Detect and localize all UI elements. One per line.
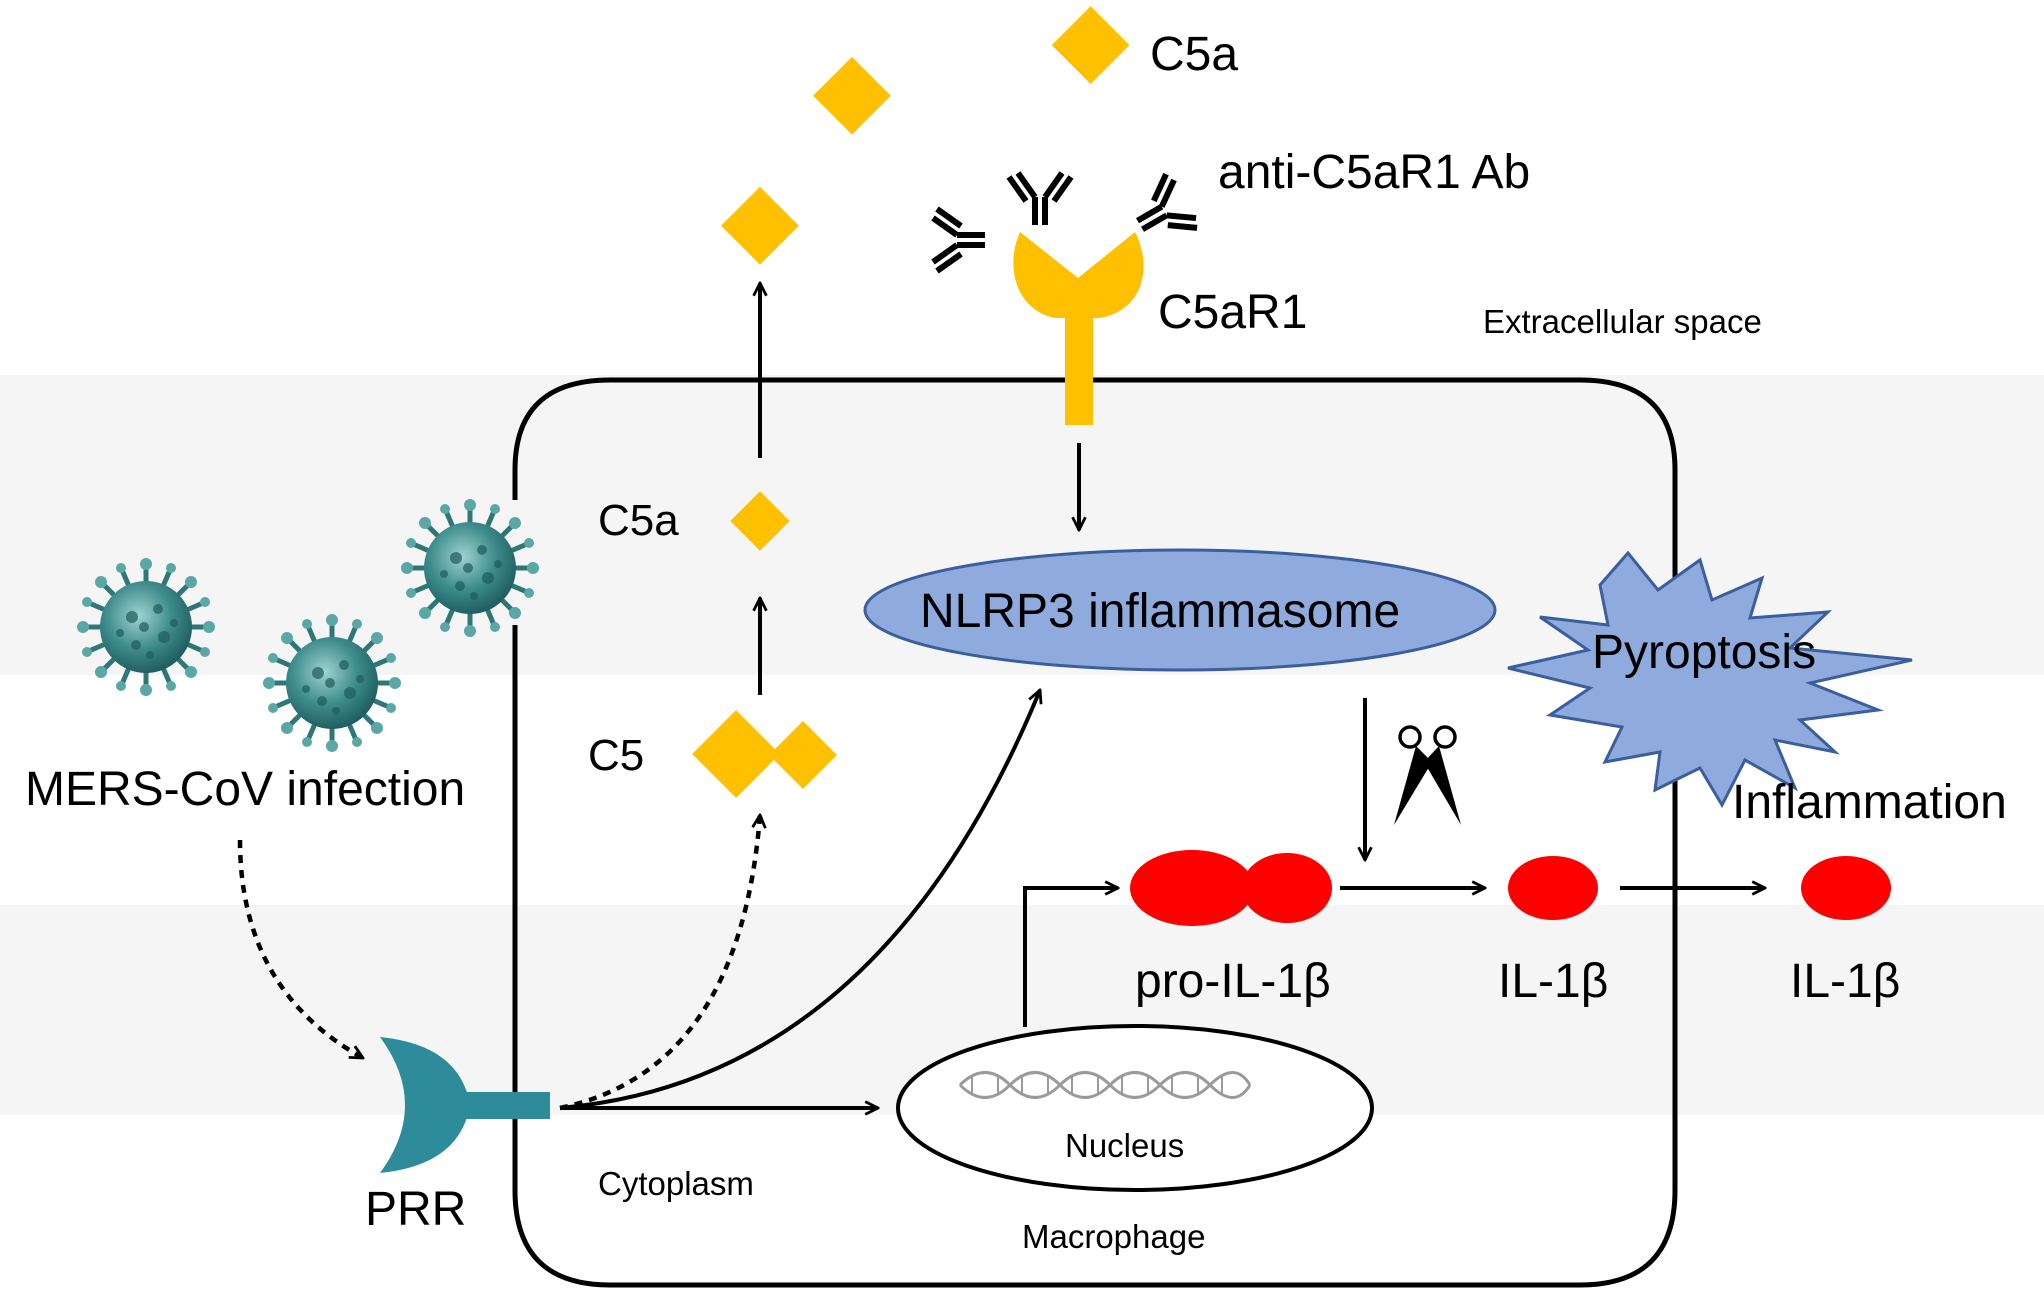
nlrp3-inflammasome (863, 548, 1497, 672)
mers-cov-infection-label: MERS-CoV infection (25, 763, 465, 816)
c5a-molecule (721, 186, 799, 265)
pro-il1b-label: pro-IL-1β (1135, 955, 1331, 1008)
c5a-molecule (1051, 6, 1130, 84)
dna-icon (958, 1071, 1252, 1099)
macrophage-label: Macrophage (1022, 1218, 1205, 1255)
c5ar1-stalk (1065, 315, 1093, 425)
cytoplasm-label: Cytoplasm (598, 1165, 754, 1202)
extracellular-space-label: Extracellular space (1483, 303, 1762, 340)
pyroptosis-burst (1507, 550, 1913, 809)
antibody-icon (933, 209, 985, 271)
virus-icon (401, 499, 539, 637)
c5a-molecule (813, 56, 891, 135)
prr-receptor (380, 1037, 470, 1173)
pro-il1b-molecule (1242, 853, 1332, 923)
virus-icon (77, 558, 215, 696)
pyroptosis-label: Pyroptosis (1592, 626, 1816, 679)
virus-icon (263, 614, 401, 752)
il1b-intracellular-label: IL-1β (1498, 955, 1608, 1008)
arrow-prr-to-c5 (559, 815, 760, 1111)
nlrp3-inflammasome-label: NLRP3 inflammasome (920, 585, 1400, 638)
il1b-extracellular-label: IL-1β (1790, 955, 1900, 1008)
arrow-prr-to-nlrp3 (559, 690, 1040, 1110)
pro-il1b-molecule (1130, 850, 1254, 926)
c5a-extracellular-label: C5a (1150, 28, 1238, 81)
c5a-intracellular-label: C5a (598, 496, 679, 545)
arrow-infection-to-prr (237, 839, 363, 1060)
c5-molecule (692, 710, 780, 798)
c5-molecule (769, 721, 837, 789)
c5a-molecule-intracellular (730, 491, 790, 551)
prr-label: PRR (365, 1183, 466, 1236)
prr-stalk (465, 1092, 550, 1119)
c5ar1-receptor (1013, 232, 1144, 318)
il1b-molecule-extracellular (1801, 856, 1891, 920)
arrow-nucleus-to-pro-il1b (1023, 888, 1118, 1027)
cell-membrane (512, 377, 1678, 1288)
inflammation-label: Inflammation (1732, 776, 2007, 829)
scissors-icon (1394, 725, 1461, 825)
c5ar1-label: C5aR1 (1158, 286, 1307, 339)
anti-c5ar1-ab-label: anti-C5aR1 Ab (1218, 146, 1530, 199)
nucleus (896, 1024, 1374, 1192)
il1b-molecule-intracellular (1508, 856, 1598, 920)
c5-label: C5 (588, 731, 644, 780)
antibody-icon (1009, 173, 1071, 225)
nucleus-label: Nucleus (1065, 1127, 1184, 1164)
